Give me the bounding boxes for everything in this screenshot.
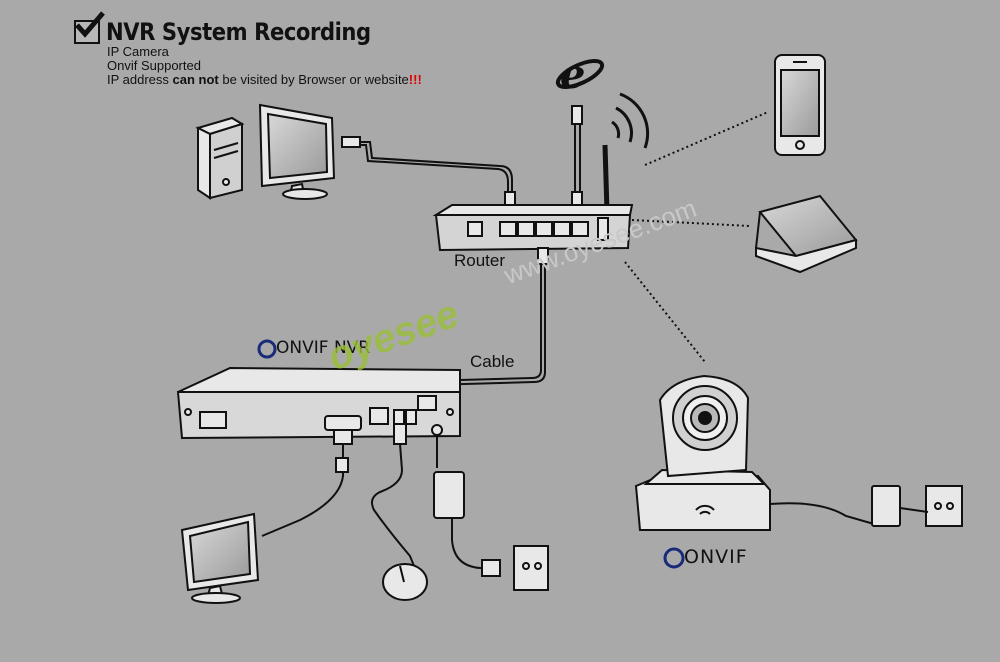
vga-cable [261,429,353,537]
camera-power-cable [769,485,963,527]
onvif-nvr-label: ONVIF NVR [256,338,370,358]
onvif-camera-text: ONVIF [684,546,748,568]
power-adapter-icon [433,435,549,591]
onvif-nvr-text: ONVIF [276,338,329,358]
monitor-icon [258,103,336,200]
lan-cable-pc [341,136,516,209]
feature-onvif: Onvif Supported [107,58,201,73]
onvif-logo-icon [257,339,685,569]
feature-ip-camera: IP Camera [107,44,169,59]
wireless-links [624,111,769,363]
nvr-text: NVR [333,338,371,358]
mouse-icon [371,423,428,601]
ip-camera-icon [634,374,771,531]
diagram-title: NVR System Recording [106,18,371,46]
warning-part-1: IP address [107,72,173,87]
router-label: Router [454,251,506,270]
internet-cable [571,105,583,209]
nvr-recorder-icon [176,366,461,440]
router-icon [432,144,634,252]
laptop-icon [755,194,858,274]
warning-emphasis: can not [172,72,219,87]
internet-explorer-icon: e [555,51,605,98]
wifi-signal-icon [611,92,650,149]
monitor-icon-bottom [180,512,260,604]
warning-part-2: be visited by Browser or website [218,72,409,87]
smartphone-icon [774,54,826,156]
onvif-camera-label: ONVIF [662,546,748,568]
browser-warning: IP address can not be visited by Browser… [107,72,422,87]
warning-exclamation: !!! [408,72,422,87]
check-mark-icon [75,11,105,38]
cable-label: Cable [470,352,515,371]
pc-tower-icon [195,116,245,200]
